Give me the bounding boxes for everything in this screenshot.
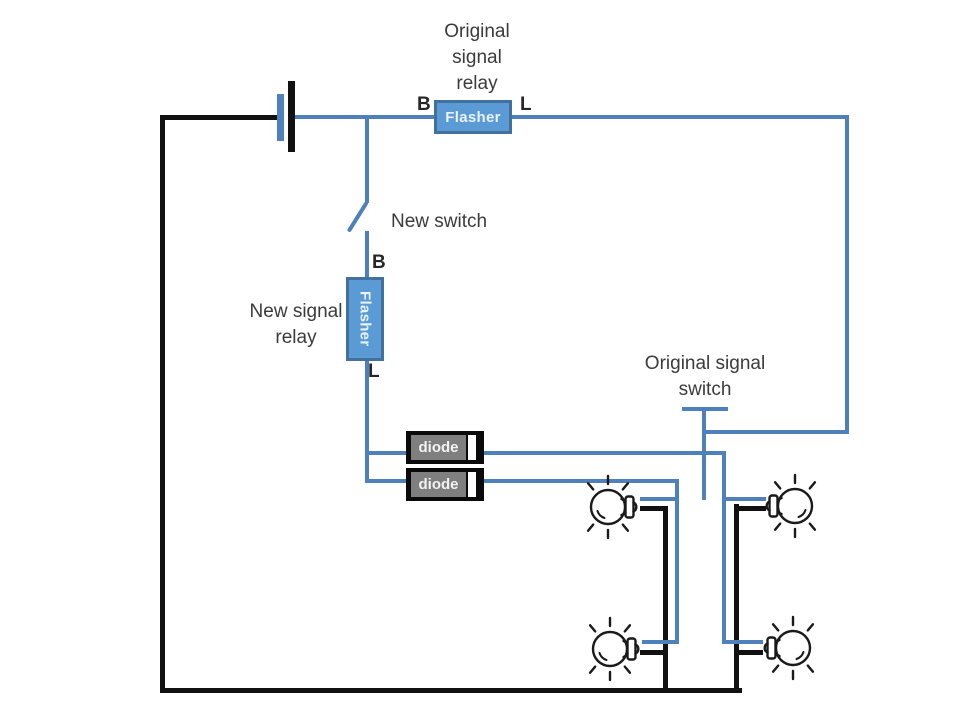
terminal-b-new: B bbox=[372, 252, 386, 273]
diode-upper-cathode-band bbox=[468, 435, 476, 460]
wire-bulb3-ground bbox=[640, 650, 668, 655]
new-flasher-relay: Flasher bbox=[346, 277, 384, 361]
bulb-icon-top-left bbox=[576, 469, 652, 545]
wire-switch-feed bbox=[704, 430, 849, 434]
wire-bulb1-ground bbox=[640, 506, 668, 511]
wire-diode1-line bbox=[367, 451, 726, 455]
diode-lower-body: diode bbox=[411, 472, 466, 497]
wire-left-bulb-vertical bbox=[675, 479, 679, 644]
original-switch-caption-line1: Original signal bbox=[644, 353, 766, 374]
terminal-l-original: L bbox=[520, 94, 532, 115]
diode-lower: diode bbox=[406, 468, 484, 501]
original-relay-caption-line3: relay bbox=[456, 73, 498, 94]
new-switch-blade bbox=[346, 200, 369, 233]
wire-newswitch-upper bbox=[365, 117, 369, 203]
new-flasher-label: Flasher bbox=[356, 291, 374, 347]
original-switch-caption-line2: switch bbox=[678, 379, 732, 400]
wire-diode2-line bbox=[367, 479, 679, 483]
wire-bulb4-feed bbox=[722, 640, 763, 644]
diode-lower-label: diode bbox=[418, 476, 459, 493]
wire-newrelay-out bbox=[365, 360, 369, 483]
terminal-b-original: B bbox=[417, 94, 431, 115]
new-relay-caption: New signal relay bbox=[226, 299, 366, 351]
original-switch-caption: Original signal switch bbox=[605, 351, 805, 403]
bulb-icon-top-right bbox=[751, 468, 827, 544]
wire-bulb4-ground bbox=[734, 650, 763, 655]
diode-upper-body: diode bbox=[411, 435, 466, 460]
original-relay-caption: Original signal relay bbox=[407, 19, 547, 97]
battery-short-plate bbox=[277, 94, 284, 141]
original-relay-caption-line2: signal bbox=[452, 47, 502, 68]
wire-right-vertical bbox=[845, 115, 849, 434]
diode-upper-label: diode bbox=[418, 439, 459, 456]
wire-bulb2-ground bbox=[734, 506, 766, 511]
terminal-l-new: L bbox=[368, 361, 380, 382]
wire-bulb3-feed bbox=[642, 640, 679, 644]
bulb-icon-bottom-right bbox=[749, 610, 825, 686]
new-relay-caption-line1: New signal bbox=[249, 301, 343, 322]
wire-newswitch-lower bbox=[365, 231, 369, 278]
wire-bottom-rail bbox=[160, 688, 742, 693]
bulb-icon-bottom-left bbox=[578, 611, 654, 687]
wire-left-vertical bbox=[160, 115, 165, 693]
wire-bulb1-feed bbox=[640, 497, 679, 501]
wire-battery-left bbox=[160, 115, 280, 120]
new-relay-caption-line2: relay bbox=[275, 327, 317, 348]
wire-top-feed bbox=[295, 115, 849, 119]
wire-ground-right-vertical bbox=[734, 504, 739, 693]
wire-bulb2-feed bbox=[722, 497, 766, 501]
original-relay-caption-line1: Original bbox=[444, 21, 510, 42]
original-flasher-label: Flasher bbox=[445, 108, 501, 126]
new-switch-caption: New switch bbox=[391, 211, 488, 232]
original-flasher-relay: Flasher bbox=[434, 100, 512, 134]
battery-long-plate bbox=[288, 81, 295, 152]
wire-right-bulb-vertical bbox=[722, 451, 726, 644]
diode-lower-cathode-band bbox=[468, 472, 476, 497]
wire-ground-left-vertical bbox=[663, 506, 668, 693]
diode-upper: diode bbox=[406, 431, 484, 464]
